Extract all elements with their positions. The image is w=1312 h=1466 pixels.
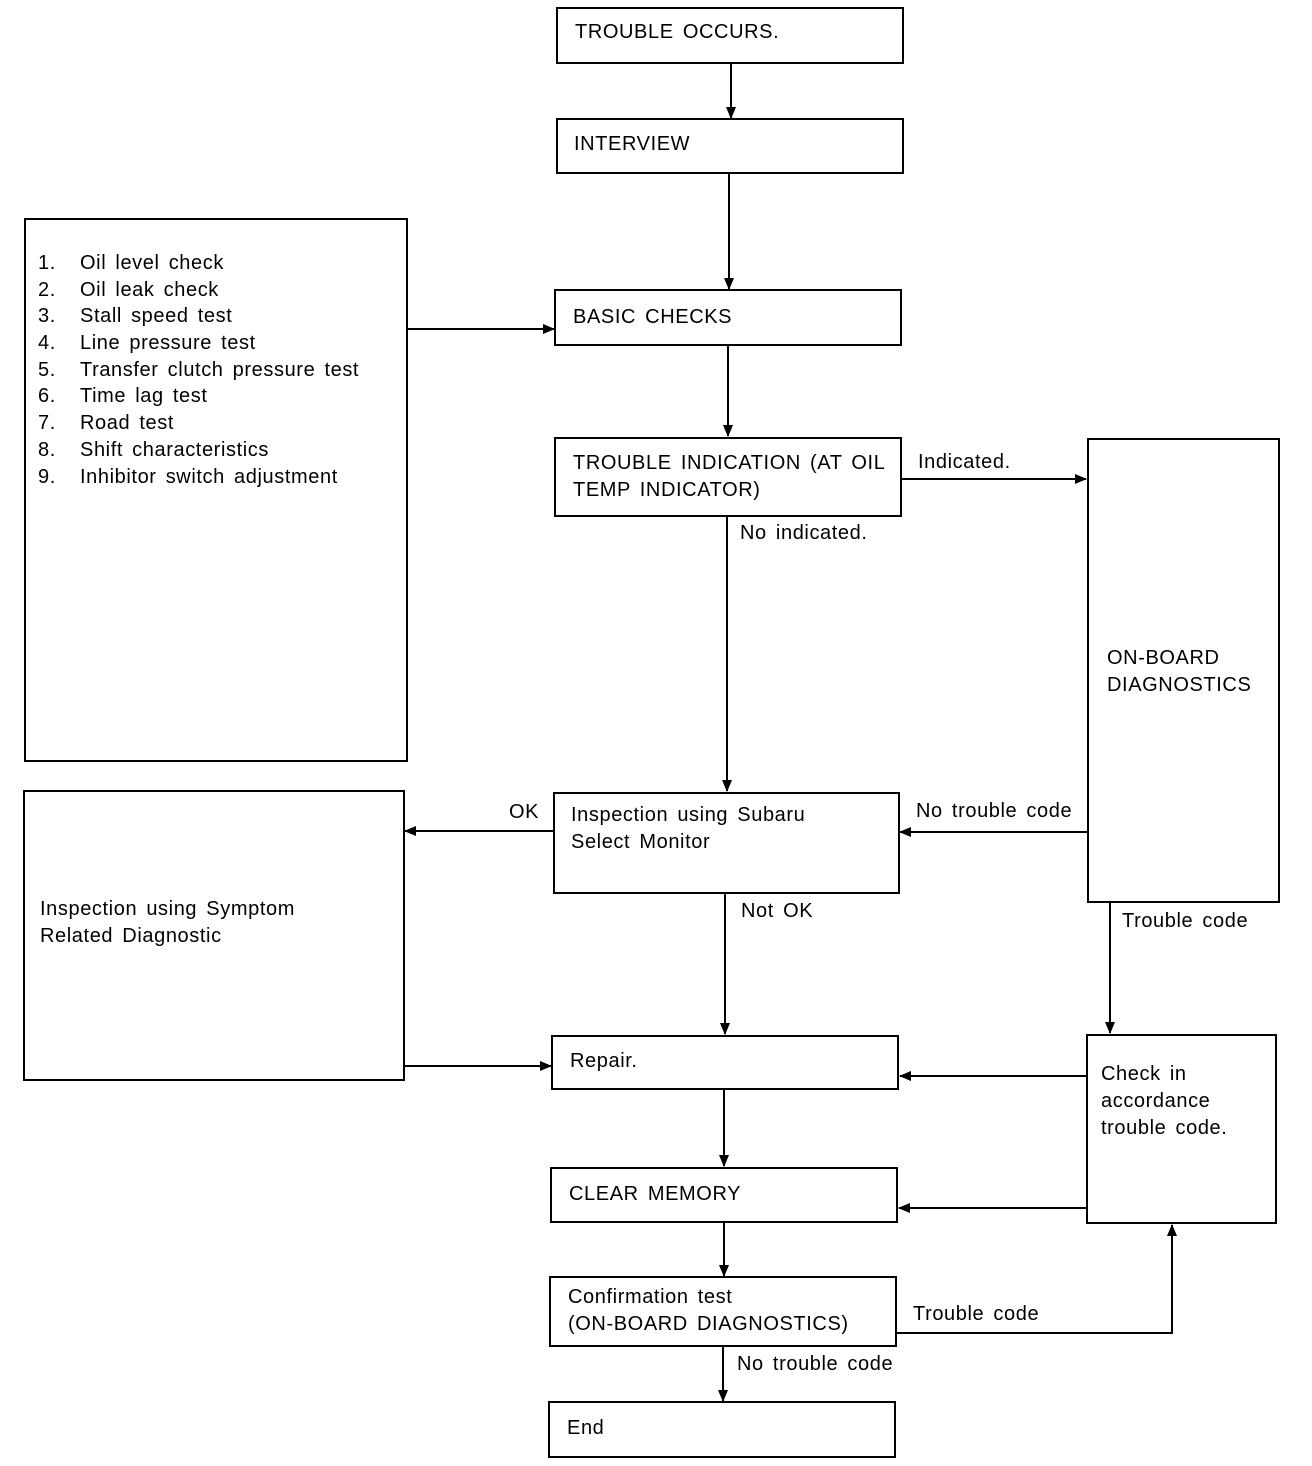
edge-label-not-indicated: No indicated. — [740, 522, 868, 544]
list-item: 4.Line pressure test — [38, 332, 256, 355]
node-trouble-indication-label-2: TEMP INDICATOR) — [573, 479, 761, 501]
list-item: 1.Oil level check — [38, 252, 224, 274]
node-interview-label: INTERVIEW — [574, 133, 691, 155]
node-trouble-occurs-label: TROUBLE OCCURS. — [575, 21, 780, 43]
list-item: 6.Time lag test — [38, 385, 208, 408]
node-symptom-diagnostic-label-1: Inspection using Symptom — [40, 898, 295, 920]
edge-label-ok: OK — [509, 801, 540, 823]
node-select-monitor-label-1: Inspection using Subaru — [571, 804, 806, 826]
node-basic-checks — [554, 289, 902, 346]
edge-label-no-trouble-code-confirm: No trouble code — [737, 1353, 894, 1375]
node-check-trouble-code-label-3: trouble code. — [1101, 1117, 1228, 1139]
node-on-board-diagnostics-label-1: ON-BOARD — [1107, 647, 1220, 669]
node-select-monitor — [553, 792, 900, 894]
list-item: 5.Transfer clutch pressure test — [38, 358, 360, 381]
node-check-trouble-code-label-2: accordance — [1101, 1090, 1211, 1112]
node-repair — [551, 1035, 899, 1090]
node-check-trouble-code-label-1: Check in — [1101, 1063, 1187, 1085]
basic-checks-list: 1.Oil level check 2.Oil leak check 3.Sta… — [38, 250, 359, 490]
edge-label-trouble-code-confirm: Trouble code — [913, 1303, 1040, 1325]
node-end — [548, 1401, 896, 1458]
node-on-board-diagnostics-label-2: DIAGNOSTICS — [1107, 674, 1252, 696]
edge-label-indicated: Indicated. — [918, 451, 1011, 473]
node-on-board-diagnostics — [1087, 438, 1280, 903]
node-select-monitor-label-2: Select Monitor — [571, 831, 711, 853]
list-item: 7.Road test — [38, 412, 175, 435]
list-item: 2.Oil leak check — [38, 278, 219, 301]
node-end-label: End — [567, 1417, 605, 1439]
node-trouble-indication-label-1: TROUBLE INDICATION (AT OIL — [573, 452, 886, 474]
node-confirmation-test-label-2: (ON-BOARD DIAGNOSTICS) — [568, 1313, 849, 1335]
edge-label-not-ok: Not OK — [741, 900, 814, 922]
node-trouble-occurs — [556, 7, 904, 64]
node-symptom-diagnostic-label-2: Related Diagnostic — [40, 925, 222, 947]
edge-label-trouble-code-obd: Trouble code — [1122, 910, 1249, 932]
node-symptom-diagnostic — [23, 790, 405, 1081]
node-basic-checks-label: BASIC CHECKS — [573, 306, 733, 328]
node-clear-memory — [550, 1167, 898, 1223]
node-confirmation-test-label-1: Confirmation test — [568, 1286, 733, 1308]
node-repair-label: Repair. — [570, 1050, 638, 1072]
node-check-trouble-code — [1086, 1034, 1277, 1224]
node-clear-memory-label: CLEAR MEMORY — [569, 1183, 742, 1205]
list-item: 3.Stall speed test — [38, 305, 233, 328]
node-interview — [556, 118, 904, 174]
edge-label-no-trouble-code-obd: No trouble code — [916, 800, 1073, 822]
arrow-confirm-to-check-code — [896, 1224, 1177, 1334]
node-basic-checks-list — [24, 218, 408, 762]
list-item: 9.Inhibitor switch adjustment — [38, 465, 338, 488]
node-trouble-indication — [554, 437, 902, 517]
list-item: 8.Shift characteristics — [38, 438, 269, 461]
node-confirmation-test — [549, 1276, 897, 1347]
